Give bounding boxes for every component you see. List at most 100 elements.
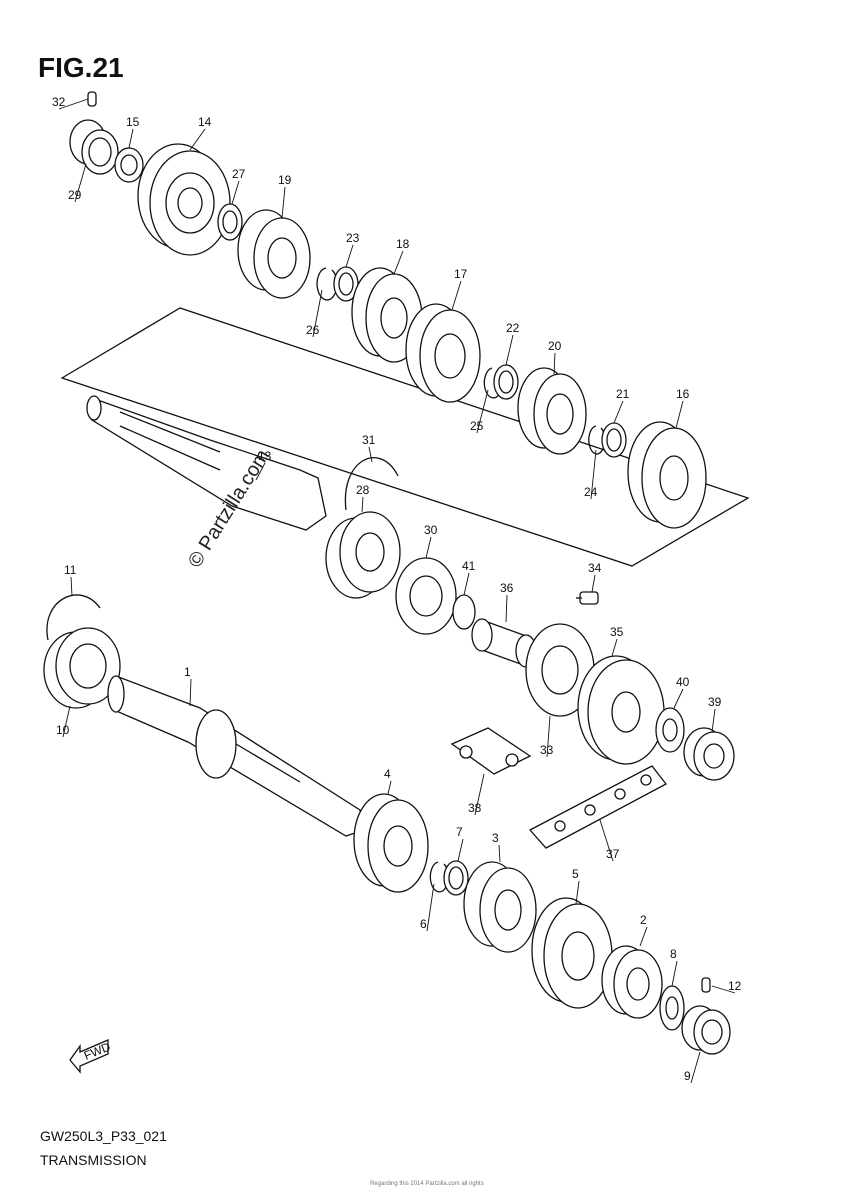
leader-line-23 <box>345 244 354 268</box>
part-34-bolt <box>576 591 599 605</box>
part-2-gear <box>601 945 663 1019</box>
leader-line-40 <box>673 688 684 709</box>
leader-line-19 <box>281 186 286 219</box>
part-40-washer <box>655 707 685 753</box>
countershaft-frame <box>60 307 750 567</box>
part-5-gear <box>531 897 613 1009</box>
part-8-washer <box>659 985 685 1031</box>
leader-line-29 <box>74 163 87 203</box>
callout-30: 30 <box>424 523 438 537</box>
part-38-chain-joint <box>450 727 532 775</box>
leader-line-22 <box>505 334 514 366</box>
callout-27: 27 <box>232 167 246 181</box>
leader-line-38 <box>474 773 485 816</box>
figure-title: FIG.21 <box>38 52 124 83</box>
leader-line-27 <box>231 180 240 205</box>
leader-line-12 <box>711 985 736 994</box>
part-1-driveshaft <box>107 675 365 837</box>
part-27-washer <box>217 203 243 241</box>
callout-4: 4 <box>384 767 391 781</box>
leader-line-28 <box>361 496 364 513</box>
part-17-gear <box>405 303 481 403</box>
leader-line-8 <box>671 960 678 987</box>
callout-2: 2 <box>640 913 647 927</box>
callout-1: 1 <box>184 665 191 679</box>
leader-line-6 <box>426 883 435 932</box>
callout-21: 21 <box>616 387 630 401</box>
leader-line-35 <box>611 638 618 657</box>
leader-line-25 <box>476 389 489 434</box>
callout-9: 9 <box>684 1069 691 1083</box>
leader-line-21 <box>613 400 624 424</box>
leader-line-10 <box>62 705 71 738</box>
callout-39: 39 <box>708 695 722 709</box>
part-19-gear <box>237 209 311 299</box>
callout-12: 12 <box>728 979 742 993</box>
footer-note: Regarding this 2014 Partzilla.com all ri… <box>370 1181 484 1187</box>
part-41-o-ring <box>452 594 476 630</box>
part-4-gear <box>353 793 429 893</box>
part-3-gear <box>463 861 537 953</box>
part-12-pin <box>701 977 711 993</box>
part-7-washer <box>443 860 469 896</box>
leader-line-5 <box>575 880 580 905</box>
callout-13: 13 <box>258 449 272 463</box>
part-31-circlip <box>344 457 399 511</box>
part-32-pin <box>87 91 97 107</box>
callout-10: 10 <box>56 723 70 737</box>
callout-24: 24 <box>584 485 598 499</box>
callout-41: 41 <box>462 559 476 573</box>
callout-7: 7 <box>456 825 463 839</box>
callout-6: 6 <box>420 917 427 931</box>
callout-19: 19 <box>278 173 292 187</box>
callout-40: 40 <box>676 675 690 689</box>
callout-34: 34 <box>588 561 602 575</box>
callout-15: 15 <box>126 115 140 129</box>
figure-name: TRANSMISSION <box>40 1152 147 1168</box>
callout-14: 14 <box>198 115 212 129</box>
leader-line-20 <box>553 352 556 375</box>
leader-line-39 <box>711 708 716 733</box>
leader-line-16 <box>675 400 684 429</box>
part-11-circlip <box>46 594 101 641</box>
part-28-bearing <box>325 511 401 599</box>
part-22-washer <box>493 364 519 400</box>
callout-32: 32 <box>52 95 66 109</box>
leader-line-13 <box>255 462 266 481</box>
part-30-retainer <box>395 557 457 635</box>
callout-28: 28 <box>356 483 370 497</box>
part-16-gear <box>627 421 707 529</box>
part-15-washer <box>114 147 144 183</box>
leader-line-11 <box>70 576 73 597</box>
callout-35: 35 <box>610 625 624 639</box>
part-37-drive-chain <box>528 765 667 849</box>
callout-26: 26 <box>306 323 320 337</box>
callout-31: 31 <box>362 433 376 447</box>
leader-line-41 <box>463 572 470 596</box>
leader-line-3 <box>498 844 501 863</box>
callout-38: 38 <box>468 801 482 815</box>
callout-8: 8 <box>670 947 677 961</box>
callout-5: 5 <box>572 867 579 881</box>
callout-22: 22 <box>506 321 520 335</box>
leader-line-32 <box>58 98 89 110</box>
leader-line-31 <box>368 446 373 463</box>
leader-line-17 <box>451 280 462 311</box>
leader-line-33 <box>546 715 551 758</box>
leader-line-15 <box>128 128 134 149</box>
part-13-countershaft <box>86 395 327 531</box>
callout-29: 29 <box>68 188 82 202</box>
part-14-gear <box>137 143 231 256</box>
callout-20: 20 <box>548 339 562 353</box>
leader-line-30 <box>425 536 432 559</box>
callout-36: 36 <box>500 581 514 595</box>
part-20-gear <box>517 367 587 455</box>
part-21-washer <box>601 422 627 458</box>
leader-line-34 <box>591 574 596 593</box>
callout-25: 25 <box>470 419 484 433</box>
callout-11: 11 <box>64 563 77 577</box>
leader-line-37 <box>599 819 614 862</box>
leader-line-14 <box>189 128 206 151</box>
